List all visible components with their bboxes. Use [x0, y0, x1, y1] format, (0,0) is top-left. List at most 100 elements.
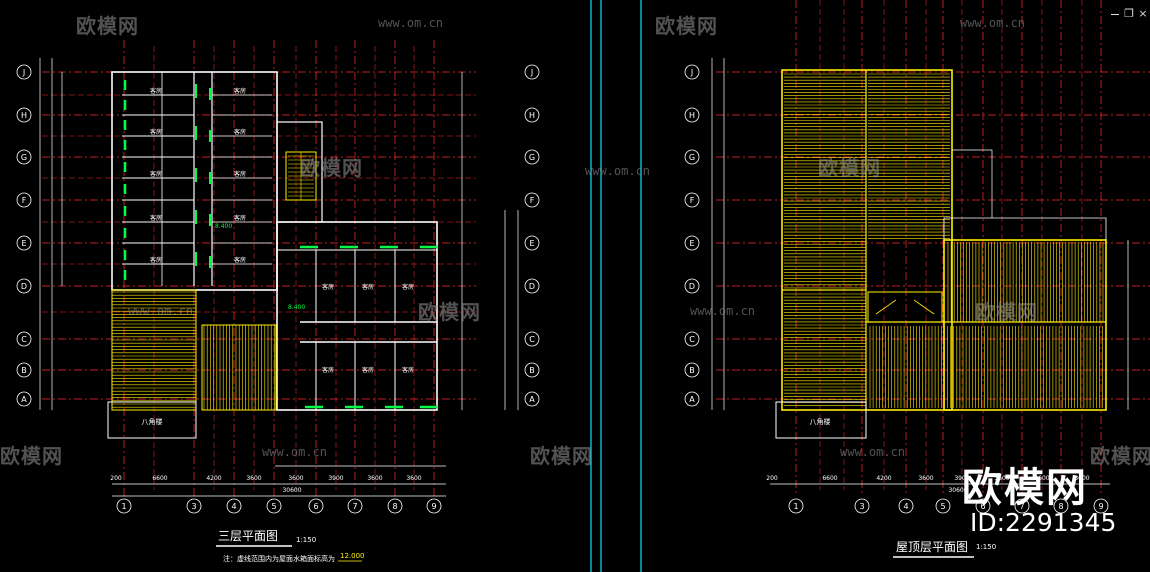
dimension-text: 3600 — [288, 475, 303, 482]
axis-label: 6 — [980, 502, 985, 511]
dimension-text: 200 — [766, 475, 778, 482]
axis-bubble — [308, 498, 324, 514]
axis-label: D — [689, 282, 695, 291]
axis-bubble — [16, 235, 32, 251]
axis-bubble — [116, 498, 132, 514]
watermark-logo: 欧模网 — [418, 300, 481, 324]
axis-bubble — [524, 278, 540, 294]
watermark-logo: 欧模网 — [530, 444, 593, 468]
watermark-url: www.om.cn — [960, 16, 1026, 30]
axis-label: E — [21, 239, 26, 248]
axis-label: G — [21, 153, 27, 162]
axis-bubble — [524, 362, 540, 378]
room-label: 客房 — [234, 256, 246, 264]
slope-arrow — [875, 299, 897, 315]
close-button[interactable]: × — [1138, 7, 1148, 20]
right-plan-scale: 1:150 — [976, 543, 996, 551]
axis-bubble — [684, 235, 700, 251]
tower-label: 八角楼 — [142, 417, 163, 426]
axis-label: F — [690, 196, 695, 205]
left-floor-plan: 客房客房客房客房客房客房客房客房客房客房客房客房客房客房客房客房八角楼8.400… — [107, 71, 438, 439]
axis-label: J — [690, 68, 693, 77]
axis-label: 6 — [313, 502, 318, 511]
dimension-text: 3600 — [1034, 475, 1049, 482]
axis-bubble — [684, 107, 700, 123]
watermark-logo: 欧模网 — [300, 156, 363, 180]
axis-bubble — [16, 331, 32, 347]
axis-label: F — [530, 196, 535, 205]
axis-label: 3 — [191, 502, 196, 511]
dimension-text: 4200 — [206, 475, 221, 482]
axis-bubble — [426, 498, 442, 514]
axis-bubble — [1093, 498, 1109, 514]
watermark-url: www.om.cn — [378, 16, 444, 30]
axis-bubble — [524, 64, 540, 80]
axis-label: 7 — [1019, 502, 1024, 511]
axis-label: 8 — [392, 502, 397, 511]
room-label: 客房 — [234, 87, 246, 95]
axis-bubble — [387, 498, 403, 514]
axis-bubble — [266, 498, 282, 514]
dimension-text: 3600 — [406, 475, 421, 482]
left-plan-scale: 1:150 — [296, 536, 316, 544]
watermark-url: www.om.cn — [262, 445, 328, 459]
axis-bubble — [524, 331, 540, 347]
axis-label: 1 — [121, 502, 126, 511]
parapet — [952, 149, 993, 218]
model-id: ID:2291345 — [970, 508, 1117, 537]
restore-button[interactable]: ❐ — [1124, 7, 1134, 20]
axis-label: B — [21, 366, 27, 375]
room-label: 客房 — [322, 366, 334, 374]
axis-label: H — [689, 111, 695, 120]
left-plan-title: 三层平面图 — [218, 529, 278, 543]
dimension-text: 6600 — [822, 475, 837, 482]
brand-logo: 欧模网 — [962, 465, 1088, 511]
slope-arrow — [913, 299, 935, 315]
elevation-label: 8.400 — [215, 223, 232, 230]
axis-bubble — [16, 278, 32, 294]
parapet — [943, 217, 1107, 240]
watermark-url: www.om.cn — [690, 304, 756, 318]
axis-bubble — [935, 498, 951, 514]
axis-bubble — [684, 149, 700, 165]
axis-bubble — [788, 498, 804, 514]
dimension-text: 4200 — [876, 475, 891, 482]
room-label: 客房 — [402, 366, 414, 374]
dimension-text: 6600 — [152, 475, 167, 482]
axis-bubble — [186, 498, 202, 514]
watermark-logo: 欧模网 — [1090, 444, 1150, 468]
axis-label: 1 — [793, 502, 798, 511]
axis-label: 9 — [1098, 502, 1103, 511]
axis-label: B — [689, 366, 695, 375]
axis-bubble — [16, 391, 32, 407]
axis-label: E — [689, 239, 694, 248]
left-plan-note-value: 12.000 — [340, 552, 365, 560]
watermark-logo: 欧模网 — [975, 300, 1038, 324]
dimension-text: 3600 — [367, 475, 382, 482]
axis-bubble — [684, 192, 700, 208]
axis-bubble — [1053, 498, 1069, 514]
watermark-url: www.om.cn — [585, 164, 651, 178]
axis-bubble — [226, 498, 242, 514]
dimension-text: 3900 — [328, 475, 343, 482]
axis-label: H — [21, 111, 27, 120]
axis-bubble — [684, 278, 700, 294]
axis-bubble — [524, 391, 540, 407]
axis-bubble — [16, 192, 32, 208]
axis-bubble — [684, 331, 700, 347]
elevation-label: 8.400 — [288, 304, 305, 311]
axis-label: D — [529, 282, 535, 291]
axis-bubble — [524, 192, 540, 208]
watermark-logo: 欧模网 — [76, 14, 139, 38]
axis-label: 4 — [903, 502, 908, 511]
axis-label: 5 — [271, 502, 276, 511]
roof-plan: 八角楼 — [775, 69, 1107, 439]
minimize-button[interactable] — [1108, 8, 1122, 20]
room-label: 客房 — [362, 366, 374, 374]
dimension-text: 3000 — [1074, 475, 1089, 482]
dimension-text: 3600 — [918, 475, 933, 482]
axis-bubble — [347, 498, 363, 514]
